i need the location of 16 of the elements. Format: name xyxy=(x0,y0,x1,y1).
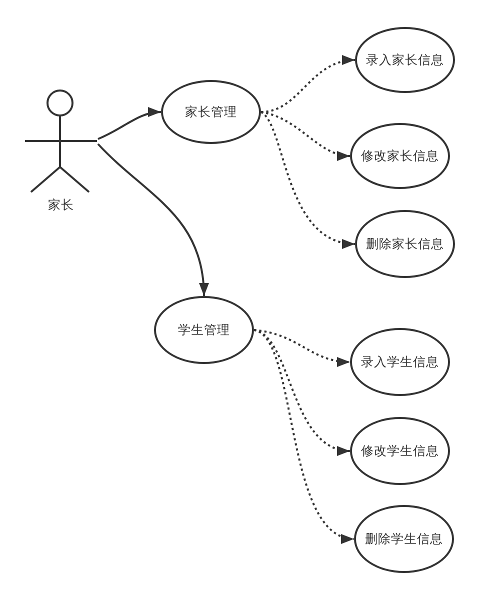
arrow xyxy=(98,108,162,140)
use-case-ellipse: 修改学生信息 xyxy=(350,417,450,485)
use-case-ellipse: 家长管理 xyxy=(161,80,261,144)
use-case-ellipse: 录入学生信息 xyxy=(350,328,450,396)
actor-label: 家长 xyxy=(47,197,75,214)
arrow xyxy=(97,143,208,296)
dashed-arrow xyxy=(254,329,354,541)
use-case-ellipse: 学生管理 xyxy=(154,296,254,364)
dashed-arrow xyxy=(254,329,350,366)
dashed-arrow xyxy=(260,56,356,113)
dashed-arrow xyxy=(260,111,350,160)
dashed-arrow xyxy=(260,111,356,248)
use-case-ellipse: 录入家长信息 xyxy=(355,27,455,93)
use-case-ellipse: 删除家长信息 xyxy=(355,210,455,278)
use-case-ellipse: 修改家长信息 xyxy=(350,123,450,189)
use-case-ellipse: 删除学生信息 xyxy=(354,505,454,573)
